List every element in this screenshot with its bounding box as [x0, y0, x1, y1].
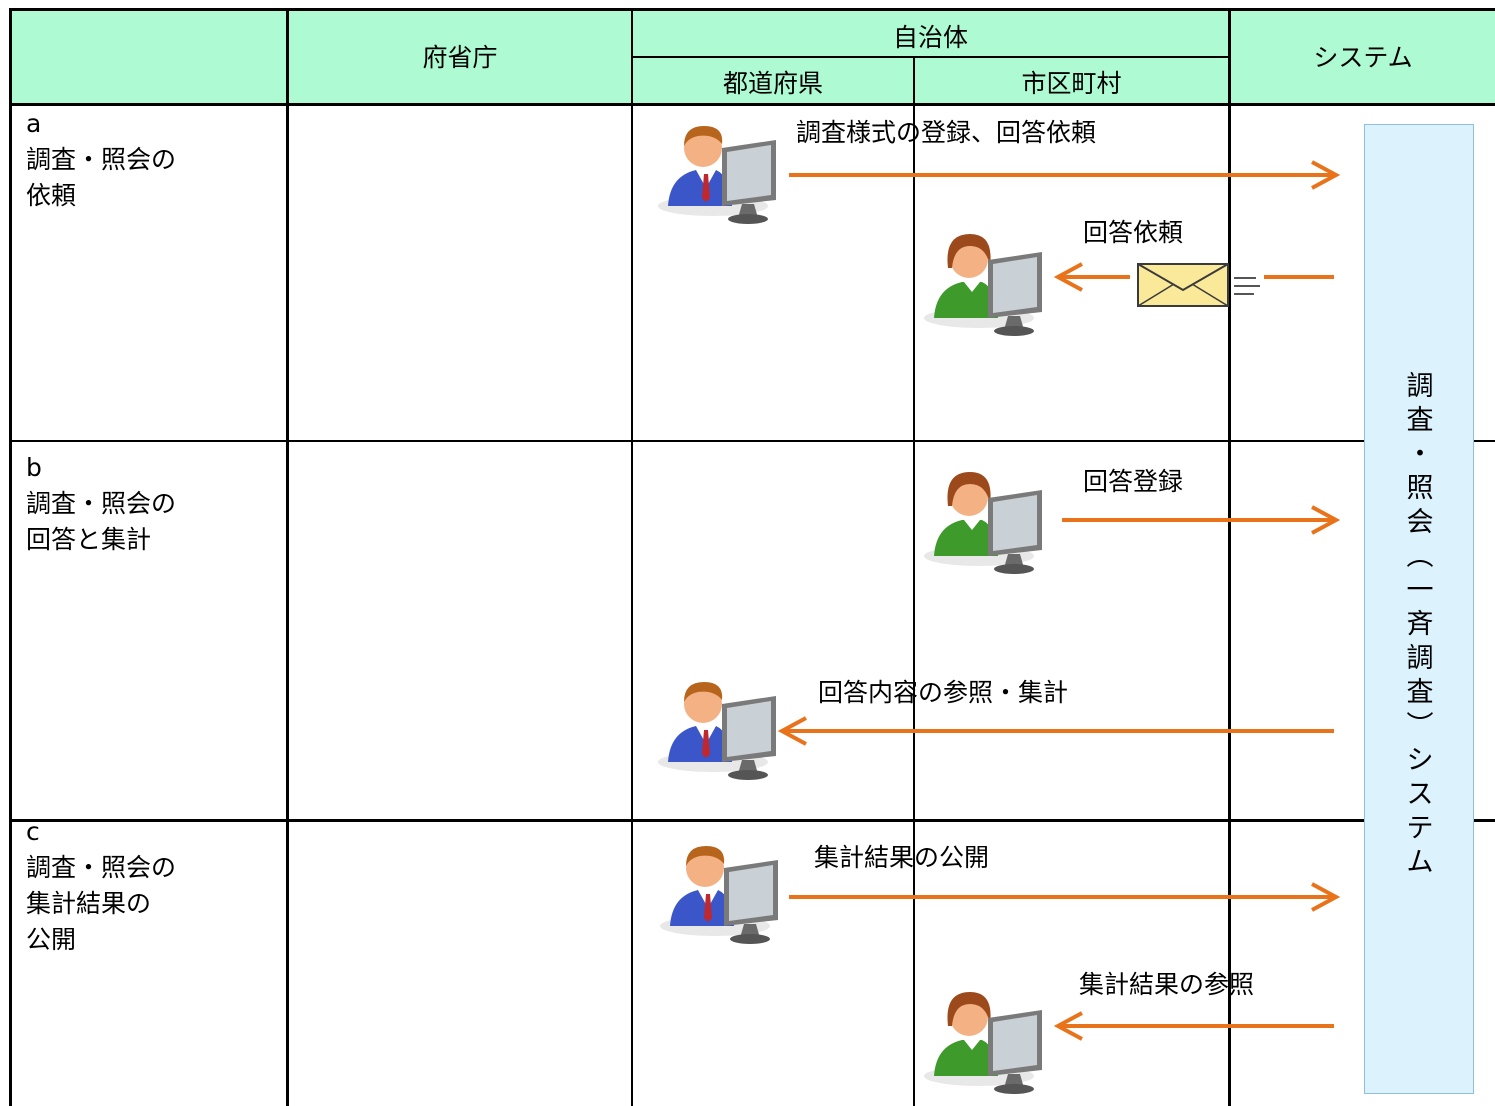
view-results-label: 集計結果の参照 [1079, 970, 1255, 999]
table-top-border [12, 8, 1495, 11]
header-ministry: 府省庁 [422, 43, 498, 72]
view-results-arrow [1053, 1011, 1334, 1041]
answer-register-label: 回答登録 [1083, 467, 1184, 496]
row-a-b-divider-right [1474, 440, 1495, 442]
row-c-line-1: 調査・照会の [26, 853, 177, 882]
survey-system-title-char: シ [1406, 745, 1434, 776]
header-municipality: 市区町村 [1021, 69, 1122, 98]
publish-results-label: 集計結果の公開 [814, 843, 990, 872]
survey-system-title-char: ︶ [1406, 711, 1434, 742]
survey-system-title-char: テ [1406, 813, 1434, 844]
survey-system-title-char: 斉 [1406, 609, 1434, 640]
answer-register-arrow [1062, 505, 1341, 535]
survey-system-title-char: ︵ [1406, 541, 1434, 572]
prefecture-column-divider [913, 57, 915, 1106]
row-a-id: a [26, 109, 42, 138]
row-b-id: b [26, 453, 42, 482]
survey-system-title-char: ス [1406, 779, 1434, 810]
header-bottom-border [12, 103, 1495, 106]
answer-view-aggregate-arrow [777, 716, 1334, 746]
row-a-b-divider [12, 440, 1364, 442]
survey-system-title-char: 査 [1406, 677, 1434, 708]
survey-system-title-char: ・ [1406, 439, 1434, 470]
survey-system-title: 調査・照会︵一斉調査︶システム [1365, 370, 1475, 880]
survey-system-title-char: 査 [1406, 405, 1434, 436]
answer-request-label: 回答依頼 [1083, 218, 1184, 247]
row-b-line-2: 回答と集計 [26, 525, 152, 554]
prefecture-user-icon [660, 846, 778, 944]
municipality-user-icon [924, 234, 1042, 336]
row-c-id: c [26, 817, 40, 846]
row-c-label: c 調査・照会の 集計結果の 公開 [26, 814, 176, 958]
survey-system-box: 調査・照会︵一斉調査︶システム [1364, 124, 1474, 1094]
row-b-c-divider [12, 819, 1364, 822]
publish-results-arrow [789, 882, 1341, 912]
answer-view-aggregate-label: 回答内容の参照・集計 [818, 678, 1069, 707]
prefecture-user-icon [658, 682, 776, 780]
survey-system-title-char: 会 [1406, 507, 1434, 538]
answer-request-arrow [1053, 262, 1334, 292]
row-c-line-2: 集計結果の [26, 889, 152, 918]
header-prefecture: 都道府県 [722, 69, 823, 98]
survey-system-title-char: 調 [1406, 643, 1434, 674]
header-system: システム [1313, 43, 1413, 72]
row-b-c-divider-right [1474, 819, 1495, 822]
row-b-line-1: 調査・照会の [26, 489, 177, 518]
left-border [9, 8, 12, 1106]
register-request-arrow [789, 160, 1341, 190]
municipality-user-icon [924, 472, 1042, 574]
header-local-gov: 自治体 [892, 23, 968, 52]
local-gov-column-divider [1228, 8, 1231, 1106]
ministry-column-divider [631, 8, 633, 1106]
row-a-line-2: 依頼 [26, 181, 77, 210]
municipality-user-icon [924, 992, 1042, 1094]
register-request-label: 調査様式の登録、回答依頼 [796, 118, 1097, 147]
survey-system-title-char: 一 [1406, 575, 1434, 606]
survey-system-title-char: 照 [1406, 473, 1434, 504]
row-c-line-3: 公開 [26, 925, 77, 954]
survey-system-title-char: 調 [1406, 371, 1434, 402]
row-b-label: b 調査・照会の 回答と集計 [26, 450, 176, 558]
prefecture-user-icon [658, 126, 776, 224]
local-gov-subheader-line [632, 56, 1230, 58]
row-a-label: a 調査・照会の 依頼 [26, 106, 176, 214]
survey-system-title-char: ム [1406, 847, 1434, 878]
label-column-divider [286, 8, 289, 1106]
envelope-icon [1137, 263, 1261, 307]
row-a-line-1: 調査・照会の [26, 145, 177, 174]
